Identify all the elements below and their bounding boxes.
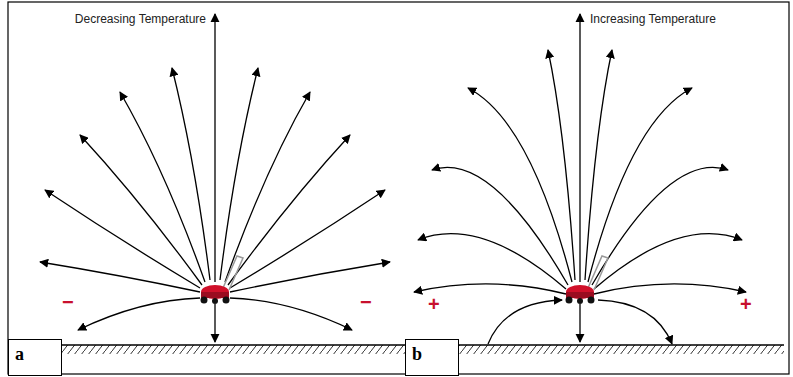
field-line: [594, 234, 742, 289]
field-line: [414, 284, 566, 294]
field-line: [468, 88, 572, 282]
field-line: [230, 298, 352, 330]
ground-line: [14, 344, 784, 346]
field-line: [78, 298, 200, 330]
field-line: [228, 135, 350, 285]
field-line: [598, 300, 672, 344]
field-line: [80, 135, 202, 285]
field-line: [230, 190, 385, 288]
field-line: [220, 68, 258, 280]
field-line: [488, 300, 562, 344]
ground-hatch: [14, 345, 784, 354]
field-line: [214, 14, 215, 282]
field-line: [45, 190, 200, 288]
panel-letter-box: b: [405, 339, 459, 376]
field-line: [172, 68, 210, 280]
field-line: [432, 167, 568, 285]
field-line: [592, 167, 728, 285]
field-line: [214, 304, 215, 342]
field-line: [579, 304, 580, 342]
field-line: [120, 92, 205, 282]
charge-sign: +: [428, 294, 440, 314]
field-line: [225, 92, 310, 282]
charge-sign: −: [360, 292, 372, 312]
field-line: [588, 88, 692, 282]
field-line: [594, 284, 746, 294]
panel-letter: a: [9, 340, 61, 369]
field-line: [40, 262, 200, 292]
field-line: [418, 234, 566, 289]
field-lines: [40, 14, 746, 344]
field-line: [579, 14, 580, 282]
axis-label: Decreasing Temperature: [73, 12, 208, 26]
panel-letter-box: a: [8, 339, 62, 376]
mower-b: [566, 256, 609, 304]
charge-sign: +: [740, 294, 752, 314]
panel-letter: b: [406, 340, 458, 369]
frame: [8, 2, 789, 374]
mower-a: [201, 256, 244, 304]
field-line: [230, 262, 390, 292]
charge-sign: −: [62, 292, 74, 312]
axis-label: Increasing Temperature: [588, 12, 718, 26]
